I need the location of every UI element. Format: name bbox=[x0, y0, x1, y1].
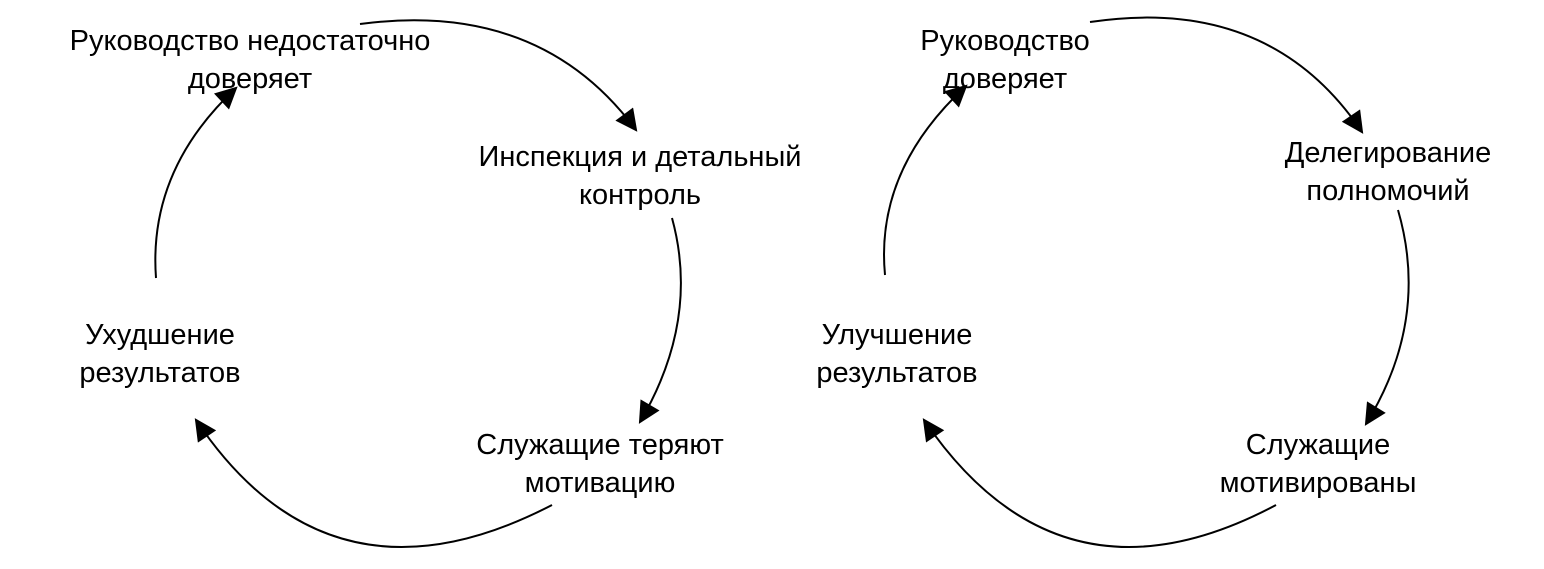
node-employees-motivated: Служащие мотивированы bbox=[1220, 426, 1417, 502]
arrow-right-to-bottom-2 bbox=[1364, 209, 1410, 426]
node-results-improve: Улучшение результатов bbox=[816, 316, 977, 392]
node-line-2: результатов bbox=[79, 357, 241, 389]
arrow-top-to-right-2 bbox=[1089, 16, 1364, 134]
node-line-1: Служащие bbox=[1245, 429, 1391, 461]
node-management-trusts: Руководство доверяет bbox=[920, 22, 1089, 98]
arrow-left-to-top-2 bbox=[883, 84, 968, 276]
arrow-bottom-to-left-2 bbox=[922, 418, 1277, 548]
node-line-1: Инспекция и детальный bbox=[478, 141, 802, 173]
node-line-2: доверяет bbox=[187, 63, 313, 95]
cycle-1-arrows bbox=[154, 19, 682, 548]
node-line-2: результатов bbox=[816, 357, 978, 389]
cycle-2-arrows bbox=[883, 16, 1410, 548]
node-line-1: Руководство bbox=[920, 25, 1090, 57]
node-employees-lose-motivation: Служащие теряют мотивацию bbox=[476, 426, 723, 502]
node-line-2: доверяет bbox=[942, 63, 1068, 95]
node-management-insufficient-trust: Руководство недостаточно доверяет bbox=[70, 22, 431, 98]
arrow-bottom-to-left-1 bbox=[194, 418, 553, 548]
node-line-2: мотивированы bbox=[1219, 467, 1417, 499]
node-line-2: контроль bbox=[578, 179, 702, 211]
node-line-2: полномочий bbox=[1306, 175, 1470, 207]
node-results-worsen: Ухудшение результатов bbox=[79, 316, 240, 392]
node-line-2: мотивацию bbox=[524, 467, 676, 499]
node-line-1: Служащие теряют bbox=[476, 429, 724, 461]
node-line-1: Руководство недостаточно bbox=[69, 25, 431, 57]
node-delegation-of-authority: Делегирование полномочий bbox=[1285, 134, 1491, 210]
arrow-top-to-right-1 bbox=[359, 19, 638, 132]
node-line-1: Ухудшение bbox=[85, 319, 235, 351]
arrow-left-to-top-1 bbox=[154, 86, 238, 279]
node-line-1: Улучшение bbox=[821, 319, 973, 351]
arrow-right-to-bottom-1 bbox=[638, 217, 682, 424]
node-line-1: Делегирование bbox=[1284, 137, 1492, 169]
node-inspection-and-control: Инспекция и детальный контроль bbox=[479, 138, 802, 214]
